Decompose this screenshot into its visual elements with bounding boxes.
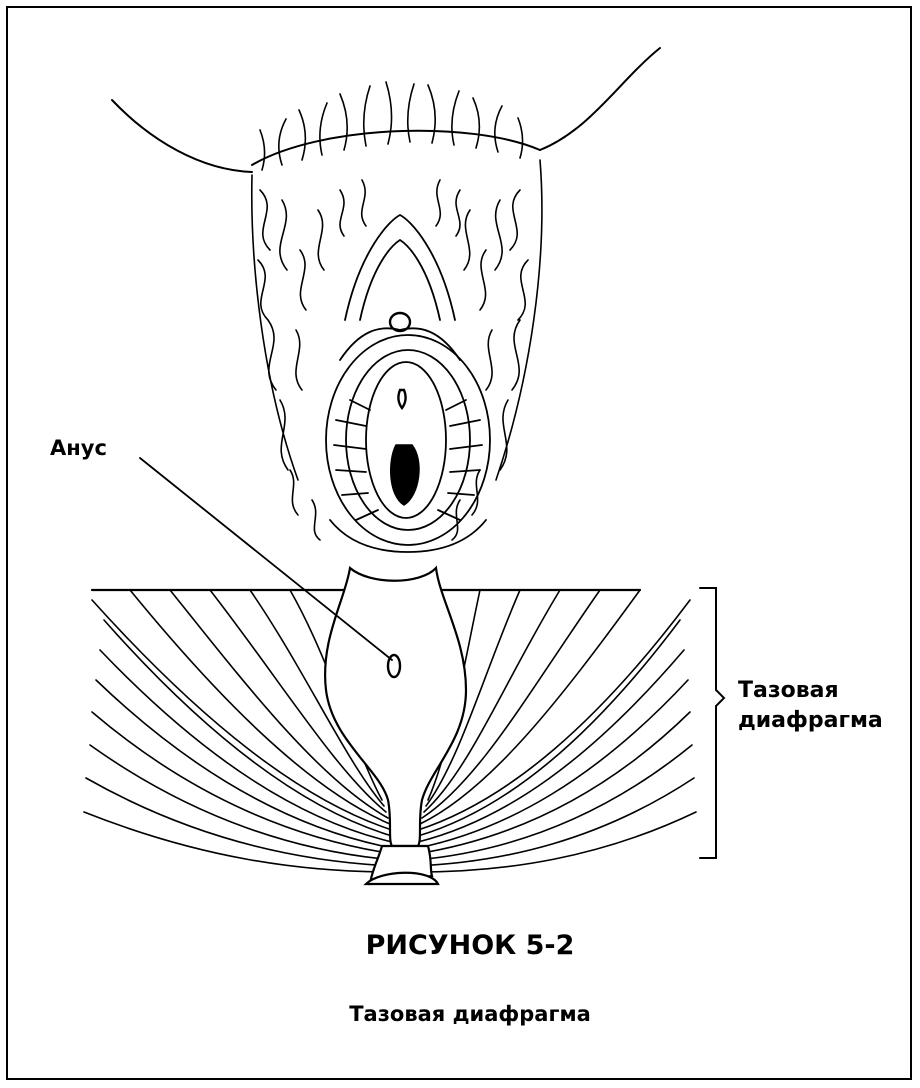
left-body-contour (112, 100, 252, 172)
figure-subtitle: Тазовая диафрагма (0, 1002, 920, 1026)
right-body-contour (540, 48, 660, 150)
pelvic-diaphragm-label-line1: Тазовая (738, 676, 883, 706)
pelvic-diaphragm-label-line2: диафрагма (738, 706, 883, 736)
genital-region (326, 215, 490, 552)
figure-title: РИСУНОК 5-2 (0, 930, 920, 961)
anal-canal-region (325, 568, 466, 846)
pelvic-diaphragm-label: Тазовая диафрагма (738, 676, 883, 736)
anus-label: Анус (50, 436, 107, 460)
diaphragm-bracket (700, 588, 724, 858)
anus-leader-line (140, 458, 392, 660)
